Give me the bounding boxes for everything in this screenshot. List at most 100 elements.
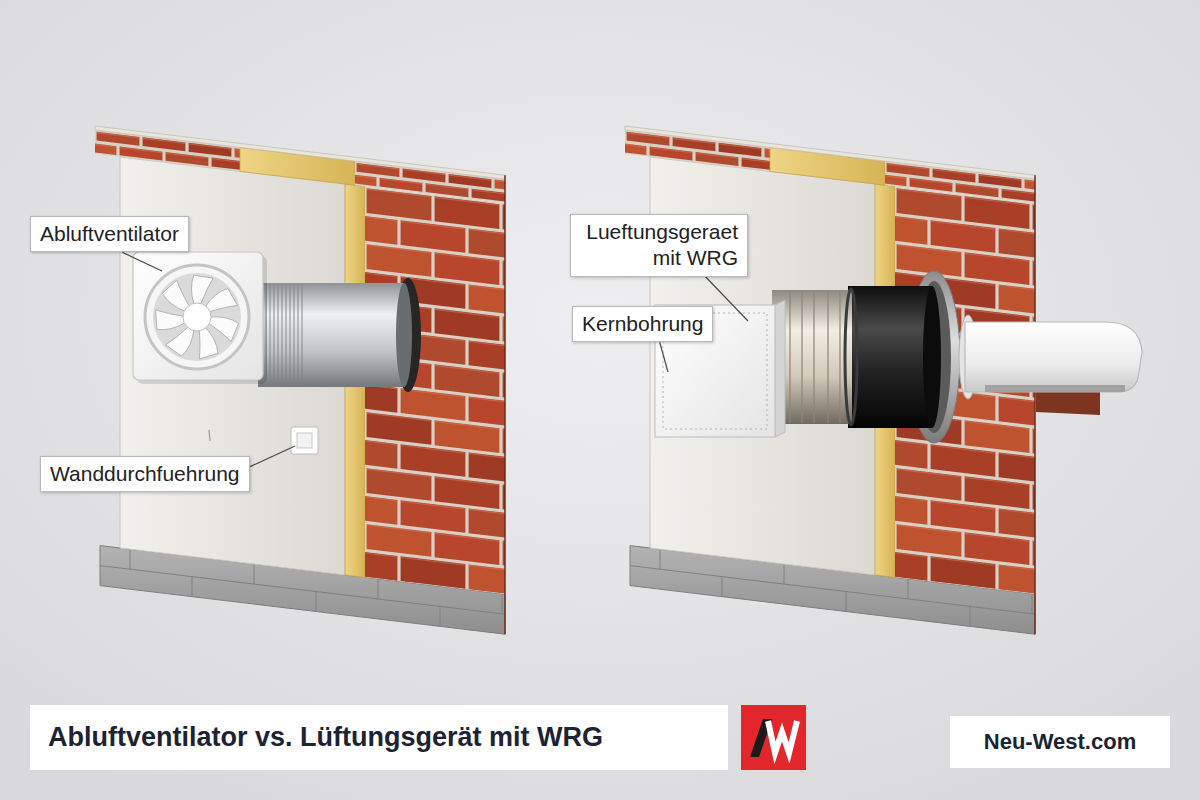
plinth-joint [784, 564, 785, 584]
brick-highlight [97, 181, 140, 186]
brick-highlight [503, 374, 568, 382]
brick [829, 236, 894, 269]
brick-highlight [380, 179, 423, 184]
brick-highlight [333, 269, 398, 277]
plinth-joint [130, 549, 131, 569]
brick [367, 468, 432, 501]
brick [166, 176, 209, 190]
brick [627, 180, 670, 194]
brick-highlight [673, 186, 716, 191]
ceramic-groove [827, 291, 828, 423]
brick [696, 176, 739, 190]
brick [367, 412, 432, 445]
brick-highlight [120, 148, 163, 153]
callout-text: Wanddurchfuehrung [50, 462, 240, 485]
brick [1033, 429, 1098, 462]
brick [357, 211, 400, 225]
fan-blade [166, 327, 195, 356]
brick-highlight [401, 445, 466, 453]
brick-highlight [449, 223, 492, 228]
brick [469, 564, 534, 597]
wall-cap [625, 126, 1035, 179]
brick-highlight [864, 197, 907, 202]
brick-highlight [1033, 486, 1098, 494]
brick [435, 588, 500, 621]
brick [627, 156, 670, 170]
brick-highlight [189, 168, 232, 173]
brick-highlight [965, 589, 1030, 597]
brick [503, 541, 568, 574]
brick-highlight [965, 477, 1030, 485]
plinth-joint [722, 577, 723, 597]
brick-highlight [979, 223, 1022, 228]
brick-highlight [1033, 542, 1098, 550]
brick-highlight [863, 549, 928, 557]
plinth-joint [316, 592, 317, 612]
brick-highlight [627, 181, 670, 186]
brick [841, 181, 884, 195]
brick-highlight [696, 177, 739, 182]
brick-highlight [1033, 430, 1098, 438]
brick [311, 181, 354, 195]
callout-text: Kernbohrung [582, 312, 703, 335]
brick-highlight [299, 573, 364, 581]
duct-pipe [258, 283, 404, 387]
brick [495, 228, 538, 242]
brick-highlight [426, 184, 469, 189]
brick [212, 182, 255, 196]
brick-highlight [311, 182, 354, 187]
brick-highlight [333, 549, 398, 557]
brick [956, 207, 999, 221]
core-hole [395, 278, 421, 392]
ventilation-unit [655, 271, 1142, 443]
brick-highlight [897, 525, 962, 533]
brick-highlight [435, 421, 500, 429]
fan-plate [133, 252, 263, 380]
brick [333, 604, 398, 637]
brick [673, 161, 716, 175]
brick [380, 178, 423, 192]
brick-highlight [503, 598, 568, 606]
brick-highlight [829, 461, 894, 469]
callout-box: Lueftungsgeraet mit WRG [570, 214, 748, 277]
leader-line [250, 446, 295, 467]
brick [956, 183, 999, 197]
brick [1033, 485, 1098, 518]
brick [333, 212, 398, 245]
brick [1025, 180, 1068, 194]
plinth-joint [908, 579, 909, 599]
brick [604, 165, 647, 179]
brick [51, 174, 94, 188]
brick [999, 452, 1064, 485]
wall-section [51, 126, 568, 653]
callout-text: Abluftventilator [40, 222, 179, 245]
brick-highlight [189, 192, 232, 197]
brick [999, 228, 1064, 261]
brick-highlight [143, 186, 186, 191]
brick [979, 198, 1022, 212]
brick [829, 460, 894, 493]
brick-highlight [897, 581, 962, 589]
brick [299, 236, 364, 269]
brick [495, 180, 538, 194]
brick-highlight [357, 188, 400, 193]
brick [299, 572, 364, 605]
brick-highlight [863, 437, 928, 445]
brick-highlight [469, 453, 534, 461]
brick [650, 171, 693, 185]
brick [999, 284, 1064, 317]
brick-highlight [581, 151, 624, 156]
brick [999, 620, 1064, 653]
brick [380, 202, 423, 216]
weather-hood [965, 322, 1142, 392]
brick [829, 572, 894, 605]
plinth-joint [1032, 594, 1033, 614]
brick-highlight [999, 621, 1064, 629]
plaster-crack [209, 430, 210, 441]
brick [829, 516, 894, 549]
brick [435, 476, 500, 509]
plinth-joint [192, 577, 193, 597]
brick-highlight [311, 206, 354, 211]
brick-highlight [469, 509, 534, 517]
